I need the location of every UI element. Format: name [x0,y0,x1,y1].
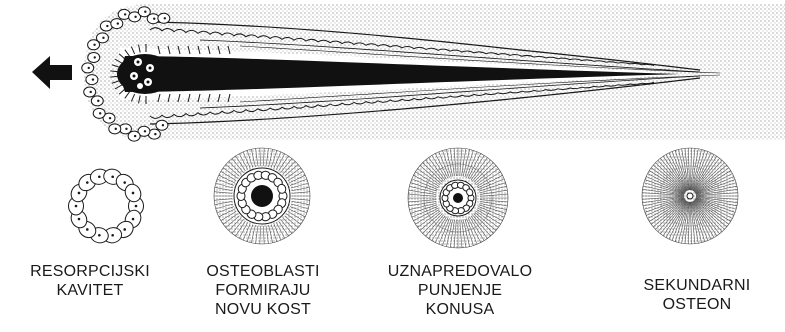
label-line: OSTEOBLASTI [178,262,348,281]
cross-section-resorption-cavity [68,167,143,244]
label-advanced-filling: UZNAPREDOVALO PUNJENJE KONUSA [370,262,550,319]
label-line: PUNJENJE [370,281,550,300]
label-line: RESORPCIJSKI [0,262,180,281]
label-line: KONUSA [370,300,550,319]
label-line: FORMIRAJU [178,281,348,300]
label-line: UZNAPREDOVALO [370,262,550,281]
label-line: OSTEON [612,295,782,314]
cross-section-secondary-osteon [642,148,738,244]
direction-arrow-icon [32,56,72,89]
label-line: NOVU KOST [178,300,348,319]
label-resorption-cavity: RESORPCIJSKI KAVITET [0,262,180,300]
label-line: KAVITET [0,281,180,300]
cross-section-advanced-filling [408,148,508,248]
cross-section-osteoblasts [214,148,310,244]
label-osteoblasts: OSTEOBLASTI FORMIRAJU NOVU KOST [178,262,348,319]
label-line: SEKUNDARNI [612,276,782,295]
label-secondary-osteon: SEKUNDARNI OSTEON [612,276,782,314]
